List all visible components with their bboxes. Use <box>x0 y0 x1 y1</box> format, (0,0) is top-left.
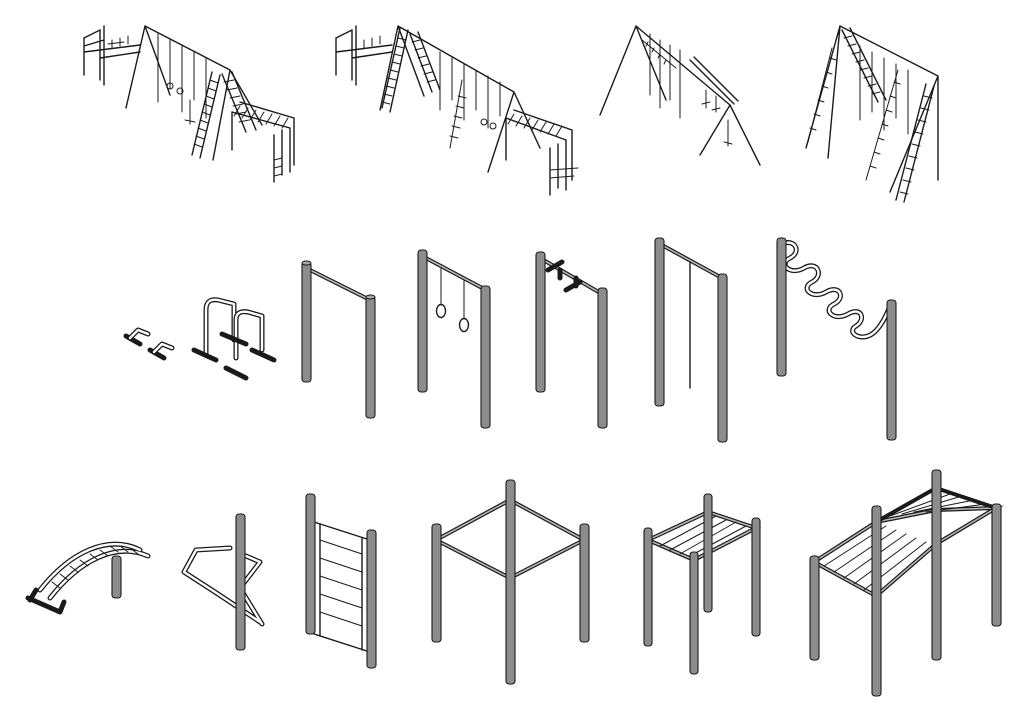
square-frame <box>431 479 590 685</box>
swing-frame-a <box>599 25 761 166</box>
multi-grip-pull-up <box>535 251 608 429</box>
small-monkey-bars <box>643 493 762 675</box>
wave-monkey-bar <box>776 237 897 441</box>
pull-up-bar <box>301 260 376 419</box>
dip-station <box>181 513 265 651</box>
playground-complex-a <box>83 25 295 183</box>
sit-up-bench <box>25 541 151 615</box>
large-monkey-bars <box>809 469 1004 697</box>
swing-frame-b <box>805 25 939 203</box>
climbing-rope <box>654 237 728 443</box>
wall-ladder <box>305 493 377 669</box>
gymnastic-rings <box>417 249 491 429</box>
parallettes <box>191 297 277 381</box>
push-up-grips <box>123 327 175 361</box>
playground-complex-b <box>335 25 579 196</box>
